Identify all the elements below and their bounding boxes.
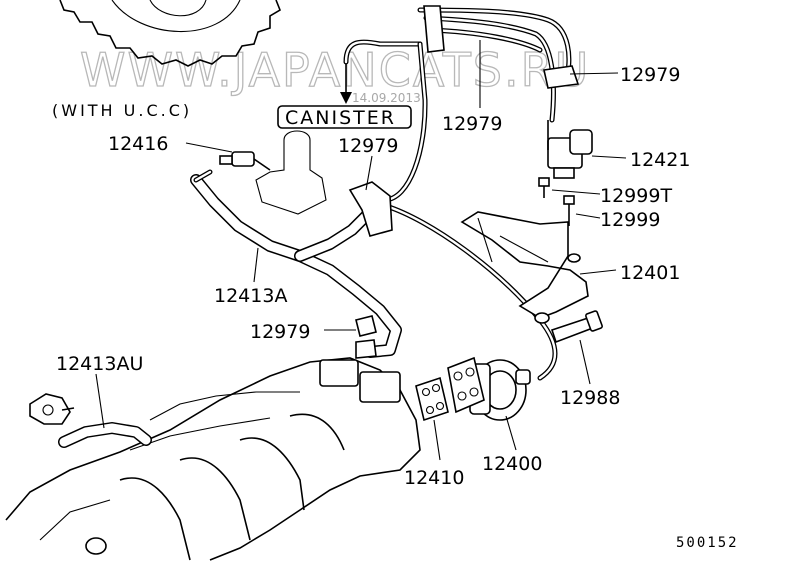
solenoid-valve-12421	[547, 120, 593, 179]
bracket-12401	[460, 211, 589, 324]
with-ucc-note: (WITH U.C.C)	[52, 101, 192, 120]
vacuum-tubes	[343, 5, 580, 381]
bolts-12999	[538, 177, 575, 226]
canister-body	[255, 130, 327, 215]
bolt-12988	[550, 310, 603, 344]
label-12979-top: 12979	[620, 64, 680, 86]
label-12979-mid: 12979	[442, 113, 502, 135]
canister-callout: CANISTER	[277, 62, 412, 129]
top-gear-drawing	[59, 0, 281, 67]
label-12413A: 12413A	[214, 285, 287, 307]
watermark-text: WWW.JAPANCATS.RU	[80, 43, 590, 97]
gaskets-12410	[415, 356, 485, 422]
hose-12413AU	[29, 393, 152, 448]
diagram-code: 500152	[676, 535, 739, 551]
label-12421: 12421	[630, 149, 690, 171]
label-12401: 12401	[620, 262, 680, 284]
label-12410: 12410	[404, 467, 464, 489]
watermark-stamp: 14.09.2013	[352, 91, 421, 105]
label-12999: 12999	[600, 209, 660, 231]
engine-manifold-drawing	[5, 357, 421, 561]
label-12988: 12988	[560, 387, 620, 409]
label-12400: 12400	[482, 453, 542, 475]
connector-12416	[219, 151, 271, 171]
label-12413AU: 12413AU	[56, 353, 143, 375]
leader-lines	[95, 40, 627, 461]
egr-valve-12400	[469, 359, 531, 421]
hose-assembly-12413A	[190, 169, 402, 358]
label-12416: 12416	[108, 133, 168, 155]
label-12979-left: 12979	[338, 135, 398, 157]
label-12999T: 12999T	[600, 185, 672, 207]
label-12979-bottom: 12979	[250, 321, 310, 343]
canister-label: CANISTER	[285, 107, 396, 129]
clamp-12979-bottom	[355, 315, 377, 359]
